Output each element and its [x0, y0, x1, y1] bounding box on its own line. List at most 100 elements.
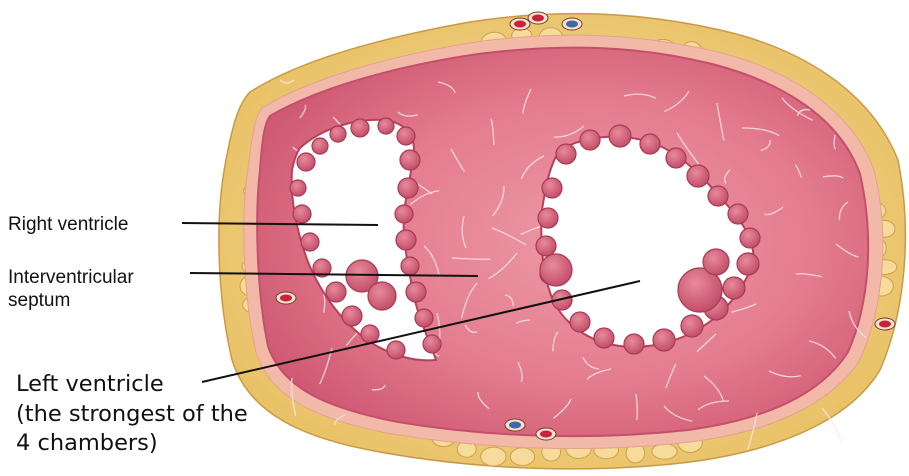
vessel-lumen	[540, 430, 552, 438]
trabecula	[593, 327, 615, 349]
label-lv-line-3: 4 chambers)	[16, 430, 158, 457]
left-ventricle-trabeculae	[535, 124, 761, 355]
vessel-lumen	[532, 14, 544, 22]
striation	[522, 88, 532, 114]
vessel-lumen	[514, 20, 526, 28]
trabecula	[686, 164, 710, 188]
trabecula	[422, 334, 442, 354]
striation	[794, 164, 802, 178]
trabecula	[541, 177, 563, 199]
striation	[781, 97, 814, 121]
trabecula	[400, 256, 420, 276]
striation	[635, 393, 638, 421]
trabecula	[539, 253, 573, 287]
striation	[795, 273, 823, 278]
trabecula	[639, 133, 661, 155]
striation	[477, 391, 490, 410]
trabecula	[537, 207, 559, 229]
right-ventricle-trabeculae	[289, 117, 442, 360]
trabecula	[707, 185, 729, 207]
striation	[488, 252, 518, 279]
label-interventricular-septum: Interventricular septum	[8, 267, 134, 313]
striation	[741, 127, 780, 137]
striation	[290, 377, 297, 416]
trabecula	[397, 177, 419, 199]
label-left-ventricle: Left ventricle (the strongest of the 4 c…	[16, 370, 248, 459]
trabecula	[312, 258, 332, 278]
striation	[553, 125, 585, 138]
striation	[423, 245, 440, 275]
striation	[520, 155, 545, 179]
label-septum-line-2: septum	[8, 289, 71, 311]
fat-lobule	[509, 447, 536, 467]
striation	[582, 356, 600, 370]
striation	[835, 243, 859, 258]
trabecula	[396, 126, 416, 146]
striation	[838, 201, 849, 221]
trabecula	[677, 267, 723, 313]
striation	[764, 206, 784, 216]
striation	[553, 398, 572, 419]
striation	[623, 93, 657, 99]
striation	[696, 333, 717, 353]
striation	[796, 108, 811, 117]
trabecula	[569, 311, 591, 333]
striation	[808, 340, 837, 359]
striation	[515, 319, 531, 324]
striation	[461, 215, 467, 249]
trabecula	[579, 129, 601, 151]
trabecula	[360, 324, 380, 344]
left-ventricle-cavity	[535, 124, 761, 355]
coronary-vessels	[275, 11, 896, 441]
trabecula	[414, 308, 434, 328]
trabecula	[652, 328, 676, 352]
right-ventricle-cavity	[289, 117, 442, 362]
striation	[760, 139, 771, 152]
striation	[517, 361, 523, 382]
vessel-lumen	[879, 320, 891, 328]
trabecula	[350, 118, 370, 138]
trabecula	[292, 204, 312, 224]
label-septum-line-1: Interventricular	[8, 267, 134, 288]
trabecula	[329, 125, 347, 143]
trabecula	[727, 203, 749, 225]
striation	[833, 134, 837, 150]
trabecula	[722, 276, 746, 300]
striation	[664, 90, 690, 113]
leader-line-left-ventricle	[201, 280, 641, 383]
trabecula	[702, 248, 730, 276]
striation	[552, 331, 559, 352]
striation	[409, 190, 440, 206]
trabecula	[736, 252, 760, 276]
vessel-lumen	[566, 20, 578, 28]
label-lv-line-1: Left ventricle	[16, 371, 164, 397]
vessel-lumen	[509, 421, 521, 429]
striation	[731, 303, 757, 313]
striation	[504, 294, 514, 307]
striation	[492, 185, 505, 217]
leader-line-right-ventricle	[181, 222, 379, 226]
trabecula	[535, 235, 557, 257]
trabecula	[345, 259, 379, 293]
striation	[461, 282, 478, 318]
trabecula	[399, 149, 421, 171]
striation	[723, 169, 731, 184]
trabecula	[680, 314, 704, 338]
striation	[450, 148, 465, 172]
trabecula	[367, 281, 397, 311]
striation	[299, 104, 307, 119]
striation	[716, 102, 725, 141]
striation	[848, 310, 867, 339]
striation	[821, 407, 842, 442]
striation	[464, 324, 478, 333]
fat-lobule	[480, 446, 507, 467]
trabecula	[300, 232, 320, 252]
trabecula	[665, 147, 687, 169]
trabecula	[325, 281, 347, 303]
trabecula	[608, 124, 632, 148]
trabecula	[623, 333, 645, 355]
trabecula	[341, 305, 363, 327]
trabecula	[289, 179, 307, 197]
